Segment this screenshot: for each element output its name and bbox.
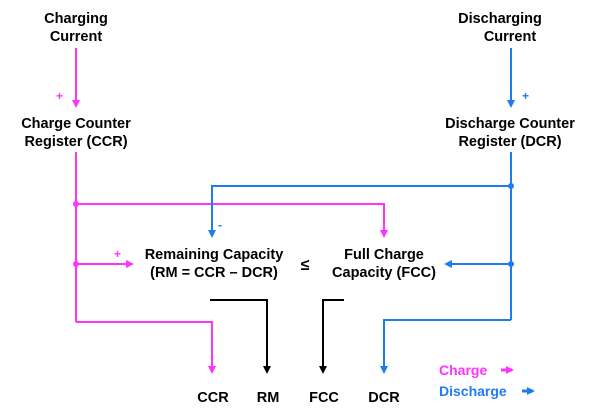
dcr-to-output-line [380, 319, 511, 374]
rm-to-output-line [210, 299, 271, 374]
junction-dot [508, 261, 514, 267]
charge-input-plus-sign: + [56, 89, 63, 103]
discharging-current-label-line2: Current [484, 29, 537, 45]
junction-dot [508, 183, 514, 189]
neutral-wiring [210, 299, 344, 374]
ccr-to-fcc-line [76, 203, 388, 238]
legend-discharge-label: Discharge [439, 383, 507, 399]
ccr-to-output-line [76, 321, 216, 374]
discharge-junctions [508, 183, 514, 267]
legend: Charge Discharge [439, 362, 507, 399]
legend-charge-label: Charge [439, 362, 487, 378]
charge-junctions [73, 201, 79, 267]
discharge-input-plus-sign: + [522, 89, 529, 103]
comparator-symbol: ≤ [301, 257, 310, 274]
dcr-to-rm-line [208, 185, 511, 238]
fcc-label-line2: Capacity (FCC) [332, 265, 436, 281]
charging-current-label-line1: Charging [44, 11, 108, 27]
dcr-label-line1: Discharge Counter [445, 116, 575, 132]
rm-label-line2: (RM = CCR – DCR) [150, 265, 278, 281]
rm-plus-sign: + [114, 247, 121, 261]
rm-label-line1: Remaining Capacity [145, 247, 284, 263]
charge-wiring [72, 48, 514, 374]
ccr-label-line1: Charge Counter [21, 116, 131, 132]
output-ccr-label: CCR [197, 390, 229, 406]
fcc-to-output-line [319, 299, 344, 374]
dcr-label-line2: Register (DCR) [458, 134, 561, 150]
rm-minus-sign: - [218, 218, 222, 232]
junction-dot [73, 201, 79, 207]
fcc-label-line1: Full Charge [344, 247, 424, 263]
output-dcr-label: DCR [368, 390, 400, 406]
discharge-wiring [208, 48, 535, 395]
ccr-label-line2: Register (CCR) [24, 134, 127, 150]
charging-current-label-line2: Current [50, 29, 103, 45]
junction-dot [73, 261, 79, 267]
output-fcc-label: FCC [309, 390, 339, 406]
output-rm-label: RM [257, 390, 280, 406]
discharging-current-label-line1: Discharging [458, 11, 542, 27]
